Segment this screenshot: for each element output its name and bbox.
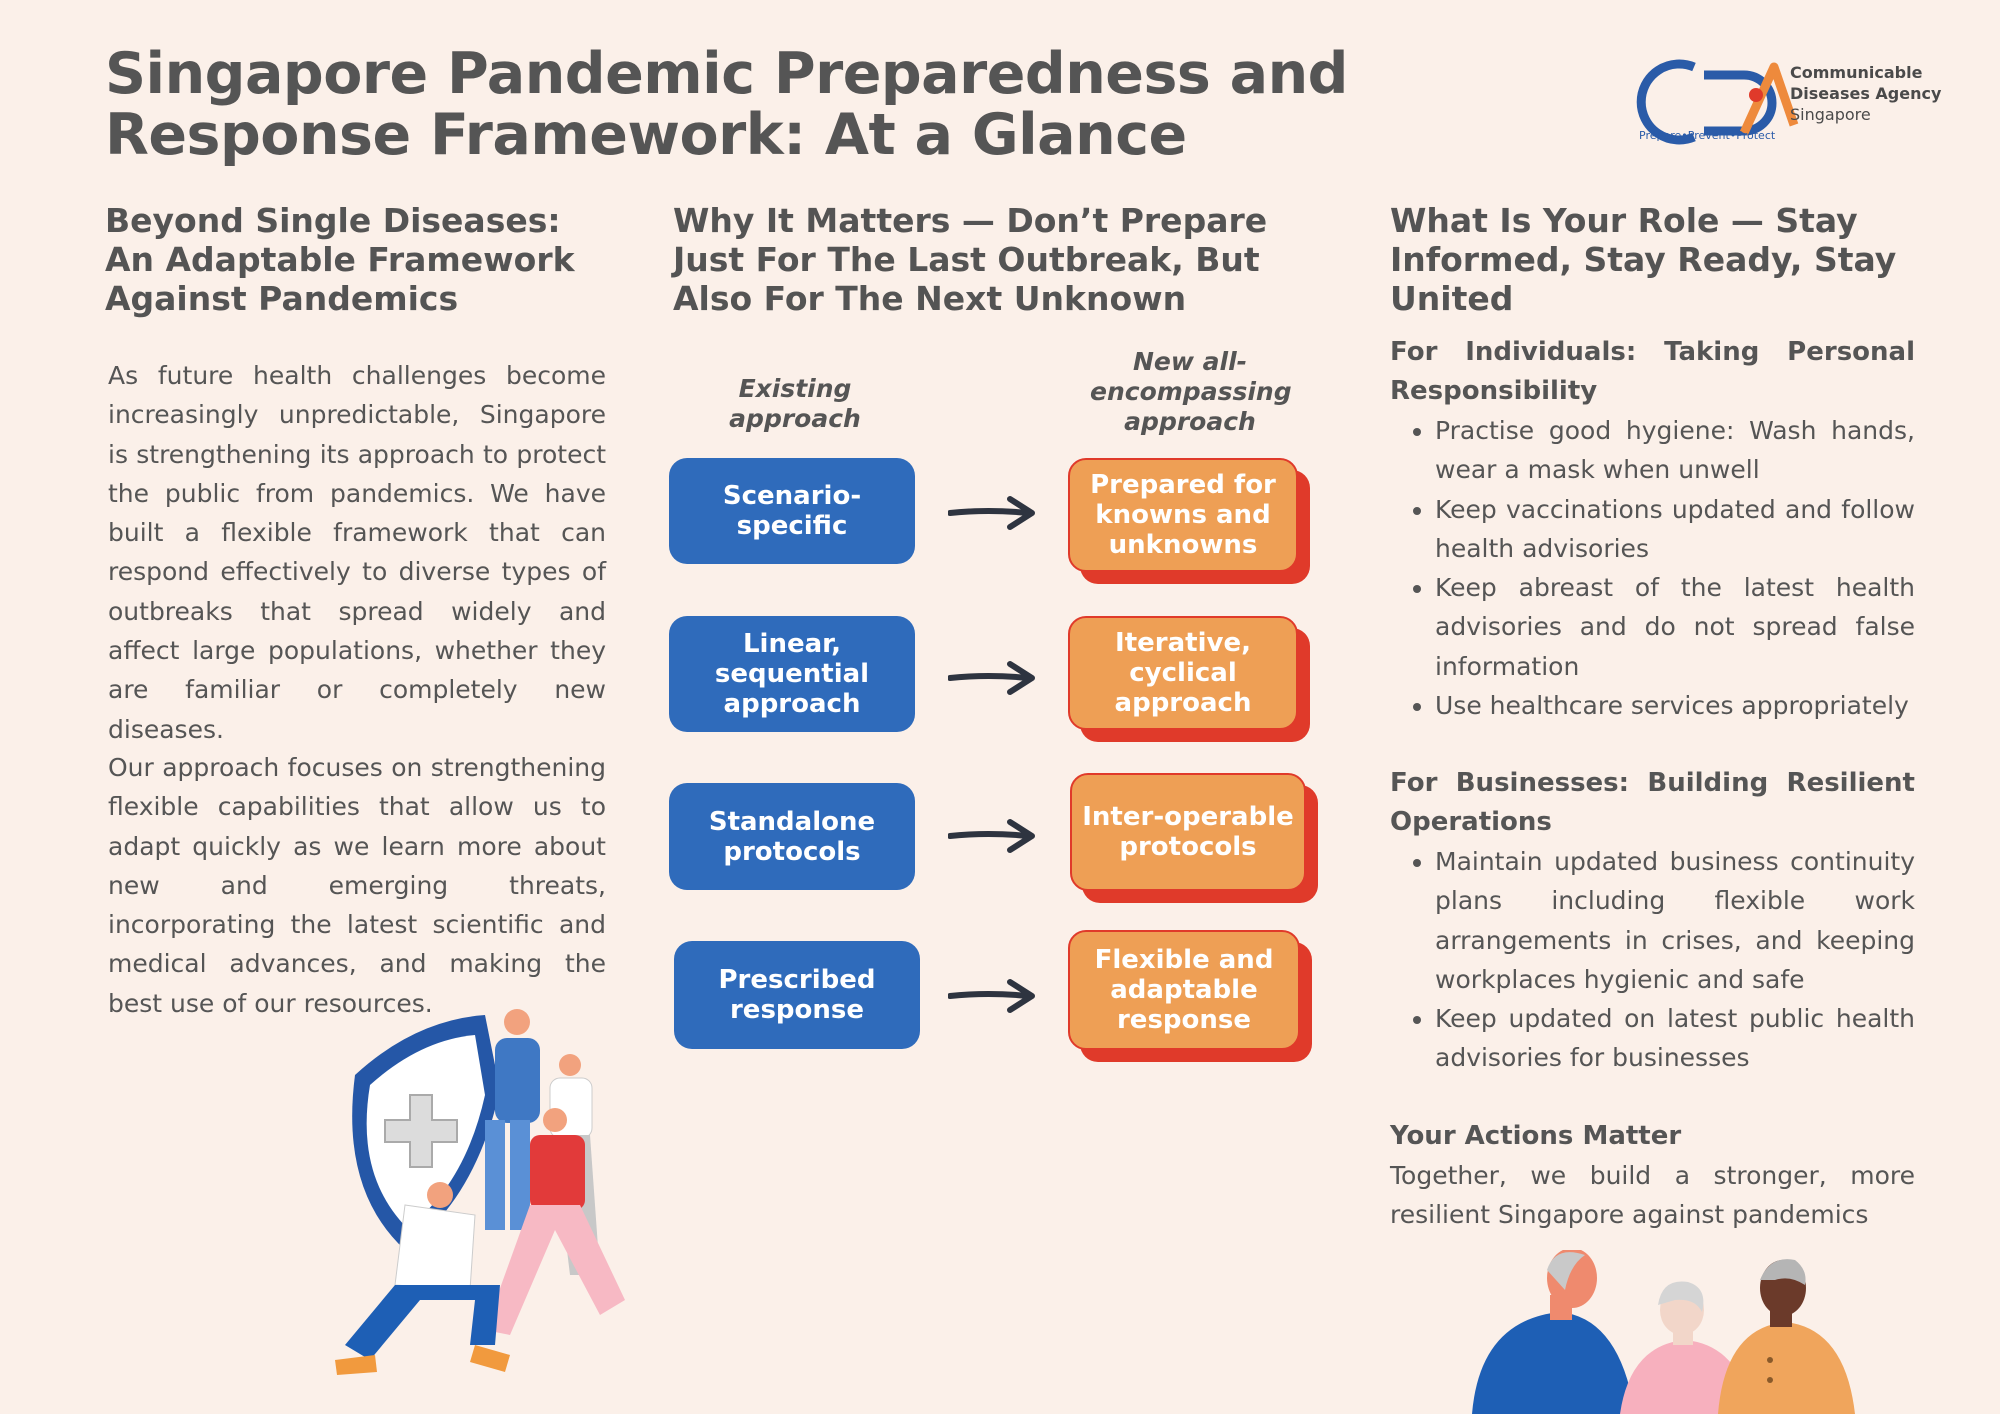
existing-approach-label: Existing approach — [729, 374, 861, 433]
new-approach-label-line: approach — [1124, 407, 1256, 436]
col2-heading-line: Why It Matters — Don’t Prepare — [673, 201, 1268, 240]
businesses-heading: For Businesses: Building Resilient Opera… — [1390, 768, 1915, 837]
healthcare-workers-with-shield-illustration — [335, 1009, 625, 1375]
box-face: Prepared for knowns and unknowns — [1068, 458, 1298, 572]
col2-heading: Why It Matters — Don’t Prepare Just For … — [673, 201, 1273, 318]
actions-heading: Your Actions Matter — [1390, 1121, 1682, 1151]
existing-approach-box: Standalone protocols — [669, 783, 915, 890]
businesses-list: Maintain updated business continuity pla… — [1390, 842, 1915, 1078]
col2-heading-line: Also For The Next Unknown — [673, 279, 1187, 318]
box-line: knowns and — [1095, 500, 1271, 530]
new-approach-label-line: New all- — [1132, 347, 1248, 376]
logo-line-2: Diseases Agency — [1790, 84, 1942, 103]
cda-logo — [1636, 59, 1799, 145]
col3-heading-line: What Is Your Role — Stay — [1390, 201, 1858, 240]
col2-heading-line: Just For The Last Outbreak, But — [673, 240, 1260, 279]
list-item: Maintain updated business continuity pla… — [1435, 842, 1915, 999]
logo-line-3: Singapore — [1790, 105, 1871, 124]
box-line: unknowns — [1108, 530, 1258, 560]
col1-heading: Beyond Single Diseases: An Adaptable Fra… — [105, 201, 625, 318]
new-approach-box: Iterative, cyclical approach — [1068, 616, 1310, 742]
box-line: adaptable — [1110, 975, 1258, 1005]
list-item: Practise good hygiene: Wash hands, wear … — [1435, 411, 1915, 490]
list-item: Keep vaccinations updated and follow hea… — [1435, 490, 1915, 569]
box-line: protocols — [723, 836, 861, 867]
col1-paragraph-1: As future health challenges become incre… — [108, 361, 606, 744]
col3-heading: What Is Your Role — Stay Informed, Stay … — [1390, 201, 1970, 318]
new-approach-label: New all- encompassing approach — [1090, 347, 1292, 437]
box-face: Flexible and adaptable response — [1068, 930, 1300, 1050]
logo-tagline: Prepare•Prevent•Protect — [1639, 129, 1776, 142]
arrow-right-icon — [948, 661, 1035, 695]
logo-text: Communicable Diseases Agency Singapore — [1790, 62, 1941, 125]
box-line: response — [729, 995, 865, 1025]
box-line: approach — [1114, 688, 1252, 718]
col1-heading-line: Against Pandemics — [105, 279, 459, 318]
box-line: approach — [723, 689, 861, 719]
box-line: Prescribed — [718, 965, 876, 995]
arrow-right-icon — [948, 979, 1035, 1013]
list-item: Use healthcare services appropriately — [1435, 686, 1915, 725]
box-line: Iterative, cyclical — [1115, 628, 1251, 688]
existing-approach-box: Linear, sequential approach — [669, 616, 915, 732]
individuals-section: For Individuals: Taking Personal Respons… — [1390, 333, 1915, 725]
box-line: Scenario-specific — [722, 481, 862, 541]
list-item: Keep updated on latest public health adv… — [1435, 999, 1915, 1078]
new-approach-box: Flexible and adaptable response — [1068, 930, 1312, 1062]
list-item: Keep abreast of the latest health adviso… — [1435, 568, 1915, 686]
actions-section: Your Actions Matter Together, we build a… — [1390, 1117, 1915, 1235]
box-face: Inter-operable protocols — [1070, 773, 1306, 891]
arrow-right-icon — [948, 496, 1035, 530]
col1-paragraph-2: Our approach focuses on strengthening fl… — [108, 753, 606, 1018]
new-approach-box: Prepared for knowns and unknowns — [1068, 458, 1310, 584]
box-line: Flexible and — [1094, 945, 1274, 975]
col3-heading-line: Informed, Stay Ready, Stay United — [1390, 240, 1897, 318]
actions-text: Together, we build a stronger, more resi… — [1390, 1161, 1915, 1230]
box-line: Linear, — [742, 629, 842, 659]
box-line: Standalone — [708, 806, 876, 837]
box-face: Iterative, cyclical approach — [1068, 616, 1298, 730]
box-line: Prepared for — [1090, 470, 1276, 500]
box-line: sequential — [714, 659, 870, 689]
new-approach-label-line: encompassing — [1090, 377, 1292, 406]
col1-heading-line: An Adaptable Framework — [105, 240, 575, 279]
businesses-section: For Businesses: Building Resilient Opera… — [1390, 764, 1915, 1078]
three-seniors-illustration — [1472, 1250, 1855, 1414]
box-line: response — [1116, 1005, 1252, 1035]
logo-line-1: Communicable — [1790, 63, 1923, 82]
individuals-heading: For Individuals: Taking Personal Respons… — [1390, 337, 1915, 406]
box-line: protocols — [1119, 832, 1257, 862]
col1-heading-line: Beyond Single Diseases: — [105, 201, 561, 240]
existing-approach-box: Prescribed response — [674, 941, 920, 1049]
individuals-list: Practise good hygiene: Wash hands, wear … — [1390, 411, 1915, 725]
box-line: Inter-operable — [1082, 802, 1294, 832]
existing-approach-box: Scenario-specific — [669, 458, 915, 564]
page-title: Singapore Pandemic Preparedness and Resp… — [105, 41, 1349, 168]
new-approach-box: Inter-operable protocols — [1070, 773, 1318, 903]
arrow-right-icon — [948, 819, 1035, 853]
